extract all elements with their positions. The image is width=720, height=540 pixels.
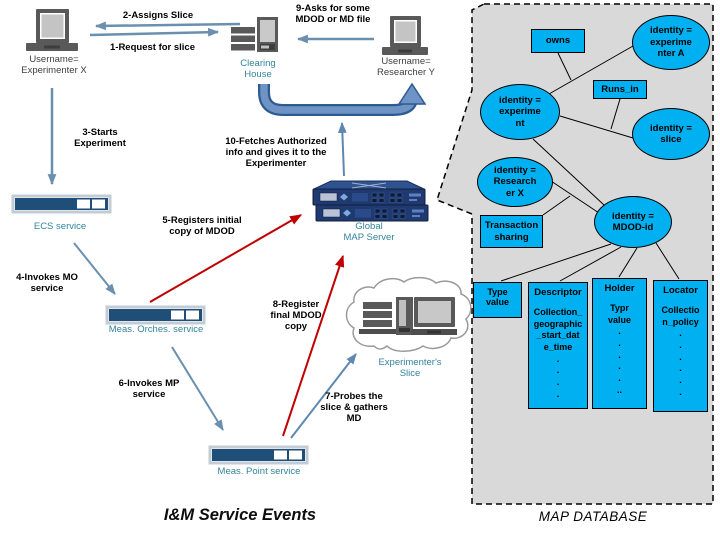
er-node-runs-in: Runs_in bbox=[593, 80, 647, 99]
service-bar-meas-orches bbox=[105, 305, 206, 325]
db-table-locator-rows: Collectio n_policy . . . . . . bbox=[661, 305, 700, 397]
er-node-transaction-sharing: Transaction sharing bbox=[480, 215, 543, 248]
cloud-icon-experimenters-slice bbox=[345, 276, 472, 352]
map-database-title: MAP DATABASE bbox=[538, 509, 648, 524]
er-node-identity-slice: identity = slice bbox=[632, 108, 710, 160]
label-event-7: 7-Probes the slice & gathers MD bbox=[320, 391, 388, 425]
laptop-icon-researcher-y bbox=[382, 16, 428, 55]
er-node-identity-mdod-id: identity = MDOD-id bbox=[594, 196, 672, 248]
elbow-arrow bbox=[258, 82, 427, 116]
laptop-icon-experimenter-x bbox=[26, 9, 78, 51]
label-meas-orches-service: Meas. Orches. service bbox=[108, 324, 204, 335]
label-experimenter-x: Username= Experimenter X bbox=[21, 54, 87, 77]
rack-server-icon-global-map bbox=[312, 180, 429, 222]
er-node-identity-experiment: identity = experime nt bbox=[480, 84, 560, 140]
label-event-5: 5-Registers initial copy of MDOD bbox=[162, 215, 242, 238]
label-meas-point-service: Meas. Point service bbox=[217, 466, 301, 477]
er-connection-lines bbox=[500, 45, 680, 282]
er-node-identity-researcher-x: identity = Research er X bbox=[477, 157, 553, 207]
db-table-descriptor-rows: Collection_ geographic _start_dat e_time… bbox=[533, 307, 583, 399]
label-researcher-y: Username= Researcher Y bbox=[377, 56, 435, 79]
db-table-locator: Locator Collectio n_policy . . . . . . bbox=[653, 280, 708, 412]
diagram-title: I&M Service Events bbox=[163, 506, 317, 524]
db-table-type-value: Type value bbox=[473, 282, 522, 318]
db-table-holder-rows: Typr value . . . . . .. bbox=[607, 303, 631, 395]
db-table-descriptor: Descriptor Collection_ geographic _start… bbox=[528, 282, 588, 409]
label-event-2: 2-Assigns Slice bbox=[122, 10, 194, 21]
db-table-holder: Holder Typr value . . . . . .. bbox=[592, 278, 647, 409]
label-clearing-house: Clearing House bbox=[240, 58, 276, 81]
service-bar-meas-point bbox=[208, 445, 309, 465]
flow-arrows-red bbox=[149, 214, 345, 437]
label-event-9: 9-Asks for some MDOD or MD file bbox=[295, 3, 371, 26]
er-node-owns: owns bbox=[531, 29, 585, 53]
er-node-identity-experimenter-a: identity = experime nter A bbox=[632, 15, 710, 70]
db-table-descriptor-title: Descriptor bbox=[534, 287, 582, 298]
label-event-4: 4-Invokes MO service bbox=[16, 272, 78, 295]
label-event-3: 3-Starts Experiment bbox=[74, 127, 126, 150]
flow-arrows-steel bbox=[290, 121, 357, 439]
label-event-10: 10-Fetches Authorized info and gives it … bbox=[225, 136, 327, 170]
label-ecs-service: ECS service bbox=[33, 221, 87, 232]
label-experimenters-slice: Experimenter's Slice bbox=[378, 357, 442, 380]
flow-arrows-blue bbox=[47, 21, 374, 431]
server-icon-clearing-house bbox=[231, 17, 278, 52]
label-event-1: 1-Request for slice bbox=[110, 42, 195, 53]
service-bar-ecs bbox=[11, 194, 112, 214]
slice-computers-icon bbox=[359, 297, 457, 335]
db-table-locator-title: Locator bbox=[663, 285, 698, 296]
label-event-8: 8-Register final MDOD copy bbox=[270, 299, 322, 333]
label-global-map-server: Global MAP Server bbox=[343, 221, 395, 244]
label-event-6: 6-Invokes MP service bbox=[118, 378, 180, 401]
db-table-holder-title: Holder bbox=[604, 283, 635, 294]
